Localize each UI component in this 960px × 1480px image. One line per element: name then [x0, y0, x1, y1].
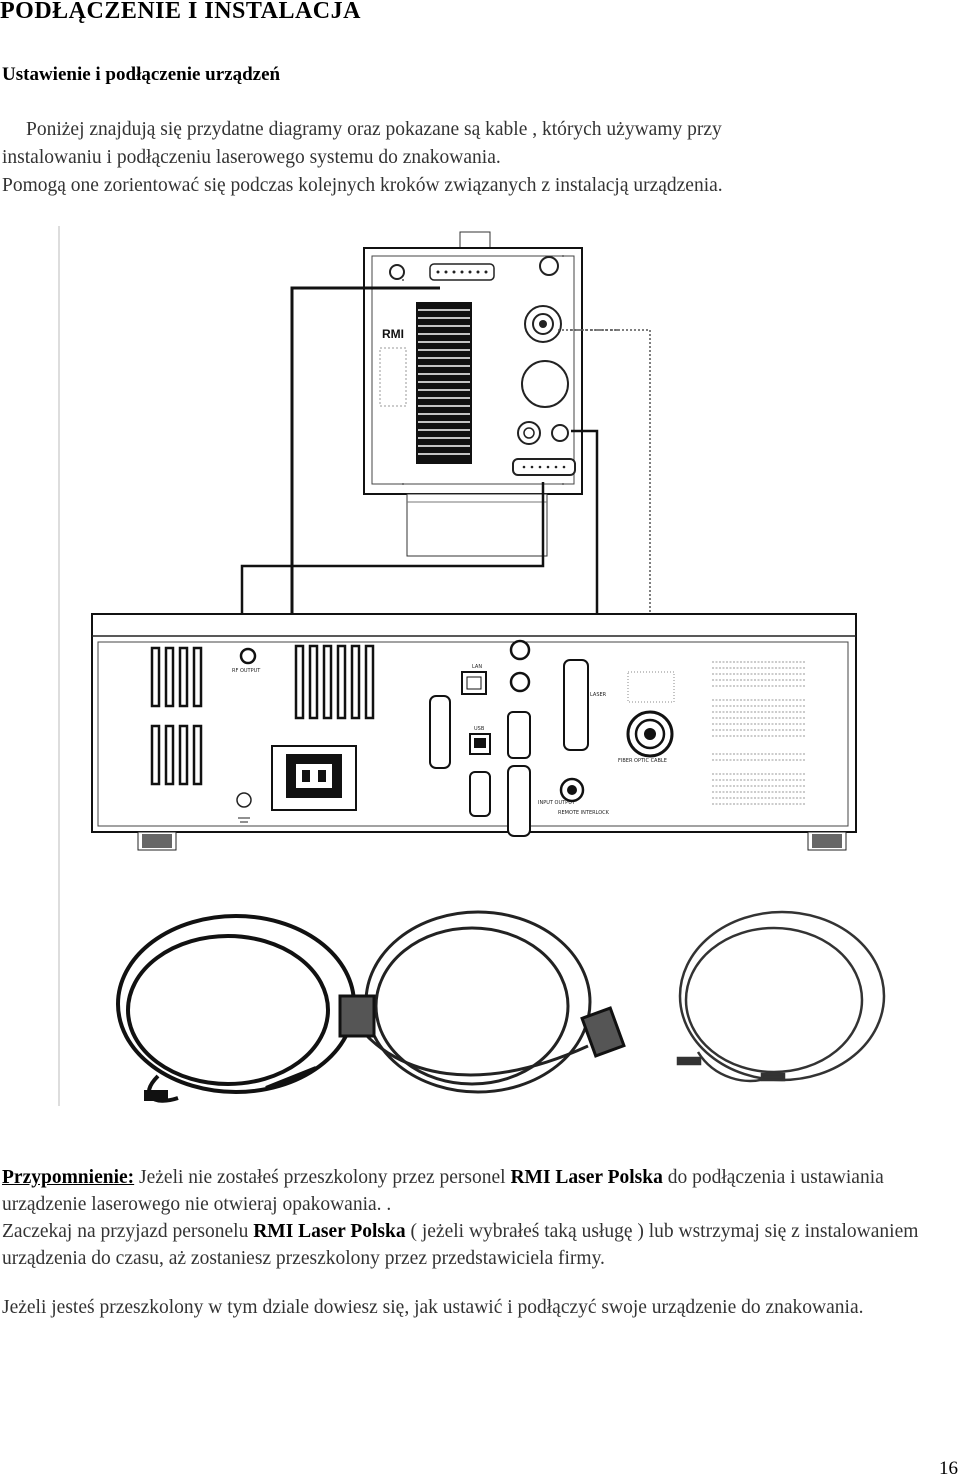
connection-diagram: RMI [58, 226, 938, 1106]
dsub-signal-cable [338, 910, 626, 1094]
laser-head-unit: RMI [363, 231, 583, 557]
fiber-optic-cable-label: FIBER OPTIC CABLE [618, 758, 667, 764]
company-name-2: RMI Laser Polska [253, 1221, 406, 1242]
page-number: 16 [939, 1458, 958, 1479]
lan-label: LAN [472, 664, 482, 670]
reminder-paragraph-1: Przypomnienie: Jeżeli nie zostałeś przes… [2, 1164, 958, 1218]
cable-photos [116, 910, 886, 1103]
rmi-logo-text: RMI [382, 327, 404, 341]
section-title: Ustawienie i podłączenie urządzeń [2, 64, 281, 85]
intro-line-2: instalowaniu i podłączeniu laserowego sy… [2, 147, 501, 168]
company-name-1: RMI Laser Polska [510, 1167, 663, 1188]
reminder-note: Przypomnienie: Jeżeli nie zostałeś przes… [2, 1164, 958, 1321]
rmi-logo [378, 326, 412, 340]
laser-label: LASER [590, 692, 607, 698]
fiber-optic-cable [676, 910, 886, 1083]
remote-interlock-label: REMOTE INTERLOCK [558, 810, 610, 816]
page-heading: PODŁĄCZENIE I INSTALACJA [0, 0, 361, 24]
input-output-label: INPUT OUTPUT [538, 800, 576, 806]
reminder-paragraph-3: Jeżeli jesteś przeszkolony w tym dziale … [2, 1297, 864, 1318]
reminder-label: Przypomnienie: [2, 1167, 135, 1188]
reminder-text-2b: ( jeżeli wybrałeś taką usługę ) lub wstr… [2, 1221, 919, 1269]
intro-line-3: Pomogą one zorientować się podczas kolej… [2, 175, 723, 196]
reminder-text-2a: Zaczekaj na przyjazd personelu [2, 1221, 254, 1242]
reminder-paragraph-2: Zaczekaj na przyjazd personelu RMI Laser… [2, 1218, 958, 1272]
reminder-text-1a: Jeżeli nie zostałeś przeszkolony przez p… [134, 1167, 511, 1188]
rf-coax-cable [116, 914, 356, 1103]
intro-paragraph: Poniżej znajdują się przydatne diagramy … [2, 116, 942, 200]
rf-output-label: RF OUTPUT [232, 668, 261, 674]
usb-label: USB [474, 726, 485, 732]
reminder-text-1b: do podłączenia i ustawiania urządzenie l… [2, 1167, 884, 1215]
intro-line-1: Poniżej znajdują się przydatne diagramy … [26, 119, 722, 140]
controller-back-panel: RF OUTPUT LAN USB INPUT OUTPUT LASER [91, 613, 857, 851]
